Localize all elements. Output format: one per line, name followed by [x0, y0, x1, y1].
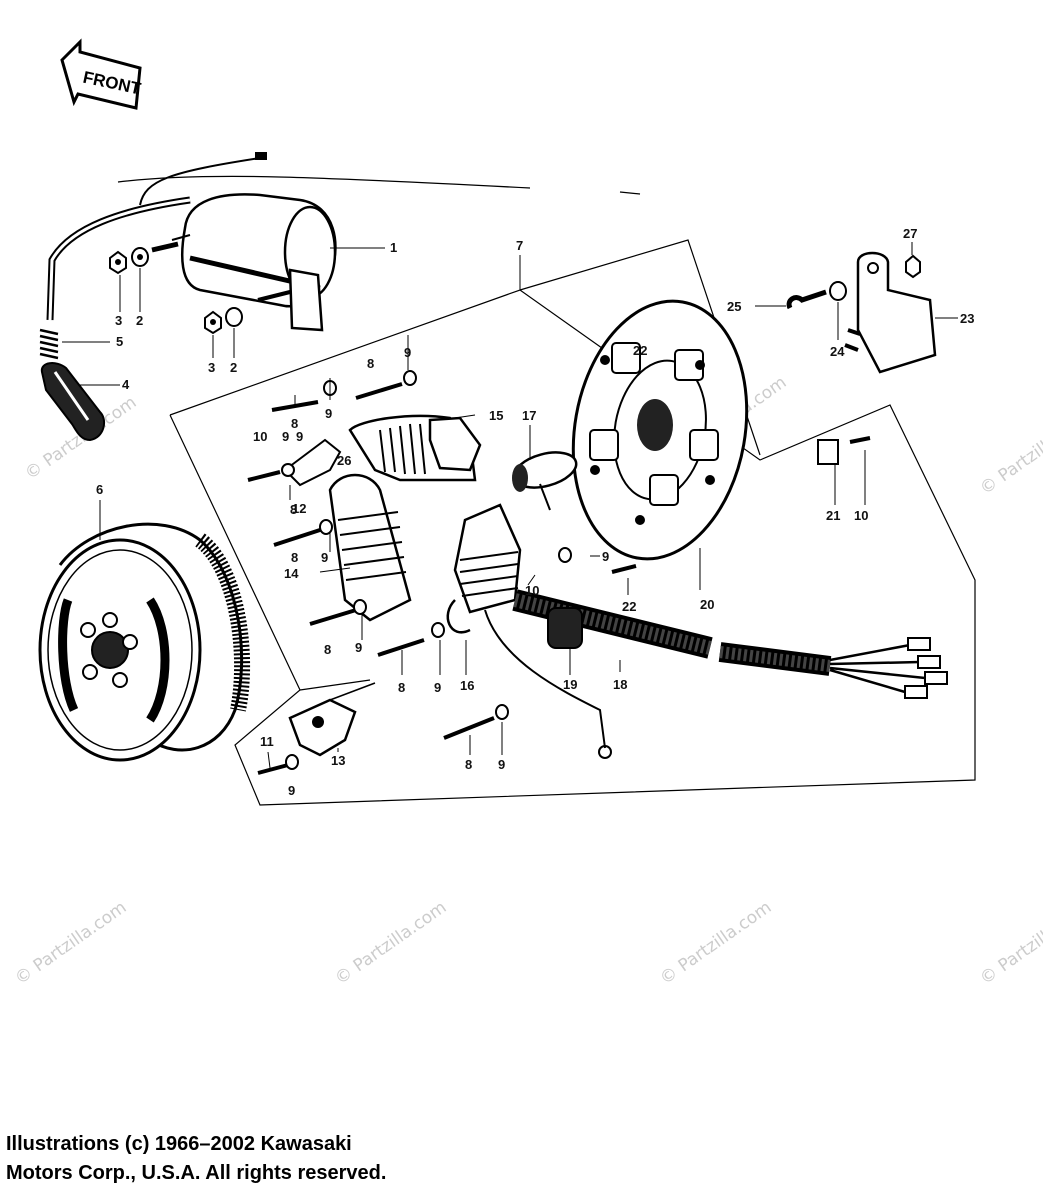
callout-18: 18 — [613, 677, 627, 692]
condenser — [512, 451, 578, 511]
callout-27: 27 — [903, 226, 917, 241]
leader-lines — [62, 242, 958, 769]
callout-2: 2 — [136, 313, 143, 328]
callout-10: 10 — [525, 583, 539, 598]
callout-21: 21 — [826, 508, 840, 523]
contact-breaker — [288, 682, 376, 757]
watermark: © Partzilla.com — [976, 897, 1043, 989]
charging-coil — [348, 414, 482, 482]
callout-9: 9 — [321, 550, 328, 565]
spark-plug-cap — [40, 362, 106, 442]
callout-labels: 1 2 2 3 3 4 5 6 7 8 8 8 8 8 8 8 9 9 9 9 … — [96, 226, 974, 798]
callout-8: 8 — [465, 757, 472, 772]
callout-8: 8 — [291, 550, 298, 565]
callout-3: 3 — [115, 313, 122, 328]
clamp — [817, 439, 839, 465]
nut — [905, 254, 921, 279]
callout-1: 1 — [390, 240, 397, 255]
callout-9: 9 — [325, 406, 332, 421]
rectifier — [844, 251, 937, 374]
callout-3: 3 — [208, 360, 215, 375]
bolts — [247, 382, 871, 775]
callout-5: 5 — [116, 334, 123, 349]
callout-9: 9 — [296, 429, 303, 444]
callout-9: 9 — [404, 345, 411, 360]
callout-19: 19 — [563, 677, 577, 692]
callout-10: 10 — [253, 429, 267, 444]
callout-16: 16 — [460, 678, 474, 693]
wire — [117, 175, 531, 189]
callout-6: 6 — [96, 482, 103, 497]
callout-24: 24 — [830, 344, 845, 359]
callout-8: 8 — [367, 356, 374, 371]
callout-4: 4 — [122, 377, 130, 392]
callout-14: 14 — [284, 566, 299, 581]
callout-12: 12 — [292, 501, 306, 516]
callout-20: 20 — [700, 597, 714, 612]
callout-9: 9 — [602, 549, 609, 564]
bracket — [281, 438, 342, 487]
callout-8: 8 — [324, 642, 331, 657]
screw — [786, 289, 827, 310]
callout-9: 9 — [282, 429, 289, 444]
callout-22: 22 — [633, 343, 647, 358]
callout-13: 13 — [331, 753, 345, 768]
callout-7: 7 — [516, 238, 523, 253]
callout-9: 9 — [498, 757, 505, 772]
callout-8: 8 — [290, 502, 297, 517]
spring — [39, 328, 59, 360]
lighting-coil — [446, 503, 522, 634]
callout-11: 11 — [260, 734, 274, 749]
callout-8: 8 — [291, 416, 298, 431]
front-arrow-icon: FRONT — [60, 38, 143, 110]
watermark: © Partzilla.com — [331, 897, 450, 989]
watermark: © Partzilla.com — [11, 897, 130, 989]
washer — [829, 281, 847, 301]
watermark: © Partzilla.com — [976, 407, 1043, 499]
stator-plate — [571, 299, 749, 561]
callout-15: 15 — [489, 408, 503, 423]
copyright-notice: Illustrations (c) 1966–2002 Kawasaki Mot… — [6, 1130, 386, 1188]
callout-8: 8 — [398, 680, 405, 695]
callout-17: 17 — [522, 408, 536, 423]
callout-9: 9 — [288, 783, 295, 798]
flywheel — [38, 522, 251, 762]
ignition-source-coil — [328, 473, 412, 622]
callout-23: 23 — [960, 311, 974, 326]
callout-22: 22 — [622, 599, 636, 614]
ignition-wire — [139, 157, 261, 206]
callout-10: 10 — [854, 508, 868, 523]
callout-25: 25 — [727, 299, 741, 314]
callout-9: 9 — [355, 640, 362, 655]
callout-9: 9 — [434, 680, 441, 695]
copyright-line-1: Illustrations (c) 1966–2002 Kawasaki — [6, 1133, 352, 1155]
watermark: © Partzilla.com — [656, 897, 775, 989]
callout-26: 26 — [337, 453, 351, 468]
coil-hardware — [109, 241, 243, 335]
copyright-line-2: Motors Corp., U.S.A. All rights reserved… — [6, 1162, 387, 1184]
ignition-coil — [171, 193, 337, 332]
wire-harness — [484, 589, 948, 759]
callout-2: 2 — [230, 360, 237, 375]
